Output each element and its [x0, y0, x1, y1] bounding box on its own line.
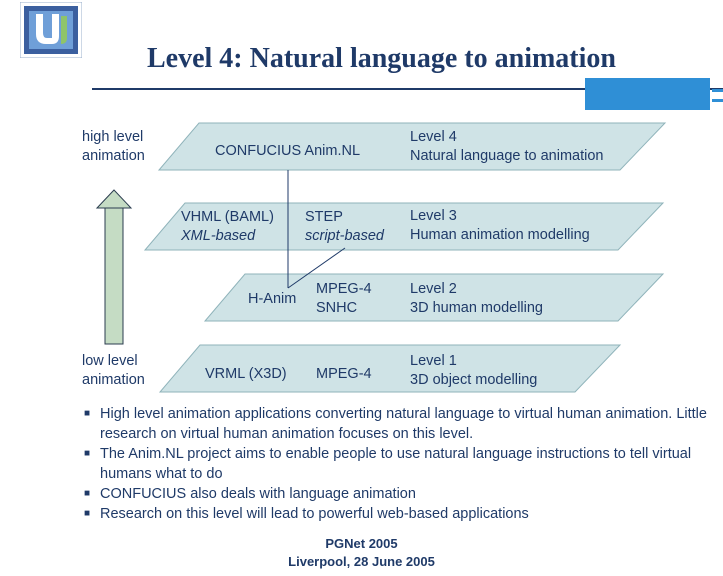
layer-4-item: CONFUCIUS Anim.NL: [215, 143, 361, 159]
up-arrow-icon: [95, 189, 133, 345]
title-rule: [92, 88, 723, 90]
layer-3-plane: [143, 202, 665, 251]
layer-3-caption: Level 3 Human animation modelling: [410, 208, 590, 243]
low-level-label: low level animation: [82, 353, 145, 388]
bullet-list: ■High level animation applications conve…: [84, 404, 714, 524]
bullet-item: ■The Anim.NL project aims to enable peop…: [84, 446, 692, 482]
layer-3-item-vhml: VHML (BAML) XML-based: [181, 209, 274, 244]
bullet-item: ■CONFUCIUS also deals with language anim…: [84, 486, 416, 502]
layer-diagram: [95, 122, 667, 393]
layer-1-item-mpeg4: MPEG-4: [316, 366, 372, 382]
accent-tick: [712, 99, 723, 102]
bullet-item: ■High level animation applications conve…: [84, 406, 707, 442]
connector-line: [287, 247, 346, 289]
bullet-marker-icon: ■: [84, 408, 91, 419]
footer-location-date: Liverpool, 28 June 2005: [288, 554, 435, 569]
high-level-label: high level animation: [82, 129, 145, 164]
layer-2-plane: [203, 273, 665, 322]
bullet-marker-icon: ■: [84, 448, 91, 459]
layer-1-plane: [158, 344, 622, 393]
layer-2-item-mpeg4: MPEG-4 SNHC: [316, 281, 372, 316]
university-logo: [20, 2, 82, 58]
slide-title: Level 4: Natural language to animation: [147, 43, 616, 74]
footer-event: PGNet 2005: [325, 536, 398, 551]
accent-block: [585, 78, 710, 110]
bullet-item: ■Research on this level will lead to pow…: [84, 506, 529, 522]
bullet-marker-icon: ■: [84, 488, 91, 499]
layer-2-item-hanim: H-Anim: [248, 291, 297, 307]
layer-2-caption: Level 2 3D human modelling: [410, 281, 543, 316]
layer-1-caption: Level 1 3D object modelling: [410, 353, 538, 388]
bullet-marker-icon: ■: [84, 508, 91, 519]
layer-1-item-vrml: VRML (X3D): [205, 366, 287, 382]
layer-4-caption: Level 4 Natural language to animation: [410, 129, 604, 164]
footer: PGNet 2005 Liverpool, 28 June 2005: [0, 535, 723, 571]
layer-3-item-step: STEP script-based: [305, 209, 384, 244]
accent-tick: [712, 89, 723, 92]
layer-4-plane: [157, 122, 667, 171]
